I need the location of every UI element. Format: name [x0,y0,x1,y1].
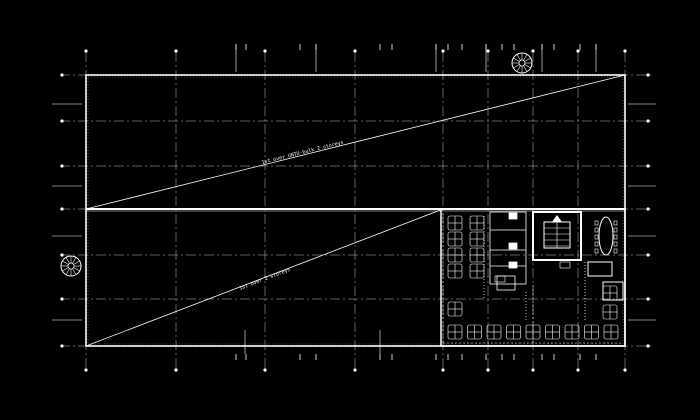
desk-pod [447,263,463,279]
chair [613,241,618,247]
stair-core-icon [532,211,582,261]
spiral-stair-icon [511,52,533,74]
desk-pod [447,231,463,247]
grid-tick [60,344,64,348]
grid-tick [353,368,357,372]
chair [594,220,599,226]
chair [594,234,599,240]
grid-tick [353,49,357,53]
grid-tick [646,119,650,123]
grid-tick [623,49,627,53]
grid-tick [646,344,650,348]
grid-tick [60,207,64,211]
grid-tick [60,297,64,301]
stair-tread [524,57,531,62]
chair [594,227,599,233]
grid-tick [623,368,627,372]
stair-tread [65,268,70,275]
grid-tick [576,49,580,53]
desk-pod [602,285,618,301]
grid-tick [441,368,445,372]
stair-tread [72,257,77,264]
office-fitout-zone [440,208,626,347]
grid-tick [84,368,88,372]
desk-pod [447,301,463,317]
stair-tread [524,64,531,69]
desk-pod [447,247,463,263]
desk-pod [584,324,599,340]
void-diagonals [85,74,626,347]
grid-tick [531,368,535,372]
grid-tick [263,368,267,372]
grid-tick [263,49,267,53]
chair [613,248,618,254]
grid-tick [441,49,445,53]
chair [613,227,618,233]
stair-tread [65,257,70,264]
stair-tread [523,54,528,61]
grid-tick [646,207,650,211]
stair-tread [73,267,80,272]
desk-pod [525,324,541,340]
desk-pod [603,324,619,340]
grid-tick [646,253,650,257]
desk-pod [564,324,580,340]
grid-tick [174,368,178,372]
grid-tick [84,49,88,53]
desk-pod [469,231,485,247]
chair [613,220,618,226]
stair-tread [516,54,521,61]
chair [613,234,618,240]
grid-tick [531,49,535,53]
grid-tick [174,49,178,53]
spiral-stair-icon [60,255,82,277]
cabinet [494,275,506,283]
desk-pod [602,304,618,320]
grid-tick [486,368,490,372]
stair-tread [523,65,528,72]
grid-tick [60,164,64,168]
grid-tick [60,73,64,77]
grid-tick [646,164,650,168]
wc-block [489,211,527,291]
desk-pod [506,324,521,340]
stair-tread [73,260,80,265]
stair-tread [513,57,520,62]
cabinet [559,261,571,269]
grid-tick [60,119,64,123]
stair-tread [62,260,69,265]
desk-pod [447,324,463,340]
stair-tread [72,268,77,275]
grid-tick-marks [52,44,656,372]
desk-pod [545,324,560,340]
grid-tick [60,253,64,257]
chair [594,241,599,247]
grid-tick [646,297,650,301]
chair [594,248,599,254]
grid-tick [576,368,580,372]
grid-tick [646,73,650,77]
desk-pod [486,324,502,340]
stair-tread [516,65,521,72]
grid-tick [486,49,490,53]
stair-tread [62,267,69,272]
desk-pod [447,215,463,231]
stair-tread [513,64,520,69]
desk-pod [467,324,482,340]
